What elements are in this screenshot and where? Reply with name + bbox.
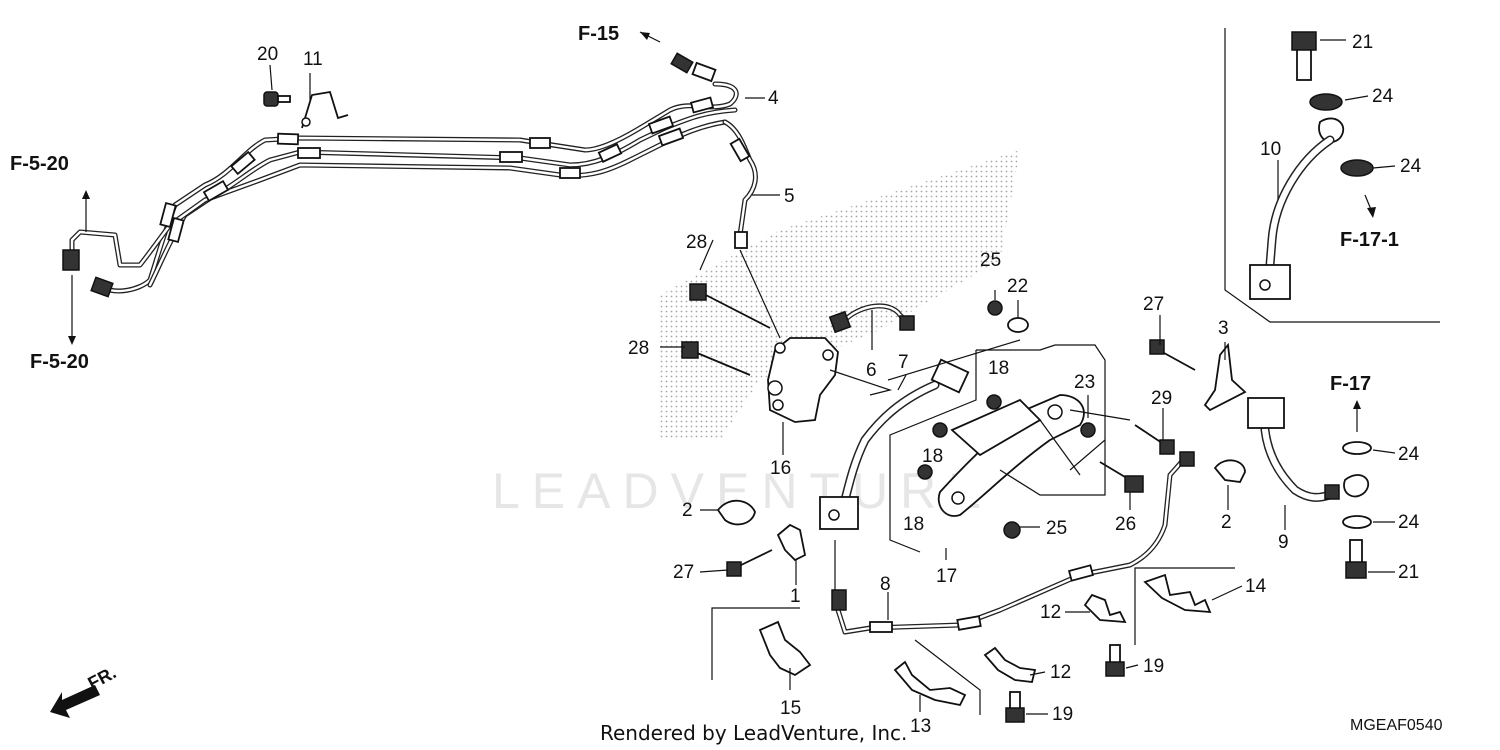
callout-24-fourth: 24 [1398, 512, 1420, 533]
brake-hose-7 [819, 358, 970, 530]
brake-hose-9 [1149, 339, 1372, 579]
callout-8: 8 [880, 574, 891, 595]
arrowheads [68, 32, 1376, 409]
callout-19-right: 19 [1143, 656, 1164, 677]
callout-17: 17 [936, 566, 957, 587]
callout-20: 20 [257, 44, 278, 65]
callout-4: 4 [768, 88, 779, 109]
ref-f15: F-15 [578, 23, 619, 45]
callout-7: 7 [898, 352, 909, 373]
callout-12-upper: 12 [1040, 602, 1061, 623]
callout-23: 23 [1074, 372, 1095, 393]
callout-18-lower: 18 [903, 514, 924, 535]
inset-hose-10 [1224, 28, 1440, 323]
callout-25-upper: 25 [980, 250, 1001, 271]
stipple-shading [660, 150, 1020, 440]
callout-21-top: 21 [1352, 32, 1373, 53]
callout-25-lower: 25 [1046, 518, 1067, 539]
callout-18-upper: 18 [988, 358, 1009, 379]
callout-3: 3 [1218, 318, 1229, 339]
callout-9: 9 [1278, 532, 1289, 553]
callout-1: 1 [790, 586, 801, 607]
callout-2-right: 2 [1221, 512, 1232, 533]
callout-28-upper: 28 [686, 232, 707, 253]
callout-6: 6 [866, 360, 877, 381]
callout-27-lower: 27 [673, 562, 694, 583]
callout-26: 26 [1115, 514, 1136, 535]
brake-pipe-8 [831, 451, 1195, 635]
ref-f520-bottom: F-5-20 [30, 351, 89, 373]
callout-24-third: 24 [1398, 444, 1420, 465]
brake-pipe-6 [828, 303, 915, 334]
pipe-joint-block-16 [681, 283, 839, 423]
callout-2-left: 2 [682, 500, 693, 521]
callout-29: 29 [1151, 388, 1172, 409]
callout-19-lower: 19 [1052, 704, 1073, 725]
footer-credit: Rendered by LeadVenture, Inc. [600, 721, 907, 745]
callout-22: 22 [1007, 276, 1028, 297]
callout-5: 5 [784, 186, 795, 207]
callout-13: 13 [910, 716, 931, 737]
callout-18-middle: 18 [922, 446, 943, 467]
front-direction-arrow: FR. [50, 662, 119, 718]
callout-28-lower: 28 [628, 338, 649, 359]
callout-16: 16 [770, 458, 791, 479]
callout-10: 10 [1260, 139, 1281, 160]
diagram-code: MGEAF0540 [1350, 717, 1443, 734]
clamps-lower [716, 459, 1246, 577]
callout-27-upper: 27 [1143, 294, 1164, 315]
callout-21-bottom: 21 [1398, 562, 1419, 583]
bracket-17 [917, 300, 1175, 539]
leader-lines [71, 31, 1396, 715]
brake-pipe-assembly-upper [62, 52, 758, 298]
callout-11: 11 [303, 49, 323, 70]
callout-14: 14 [1245, 576, 1267, 597]
clamps-14-15-12-13 [758, 573, 1212, 723]
callout-24-second: 24 [1400, 156, 1422, 177]
callout-15: 15 [780, 698, 801, 719]
ref-f171: F-17-1 [1340, 229, 1399, 251]
callout-24-first: 24 [1372, 86, 1394, 107]
ref-f520-top: F-5-20 [10, 153, 69, 175]
ref-f17: F-17 [1330, 373, 1371, 395]
callout-12-lower: 12 [1050, 662, 1071, 683]
